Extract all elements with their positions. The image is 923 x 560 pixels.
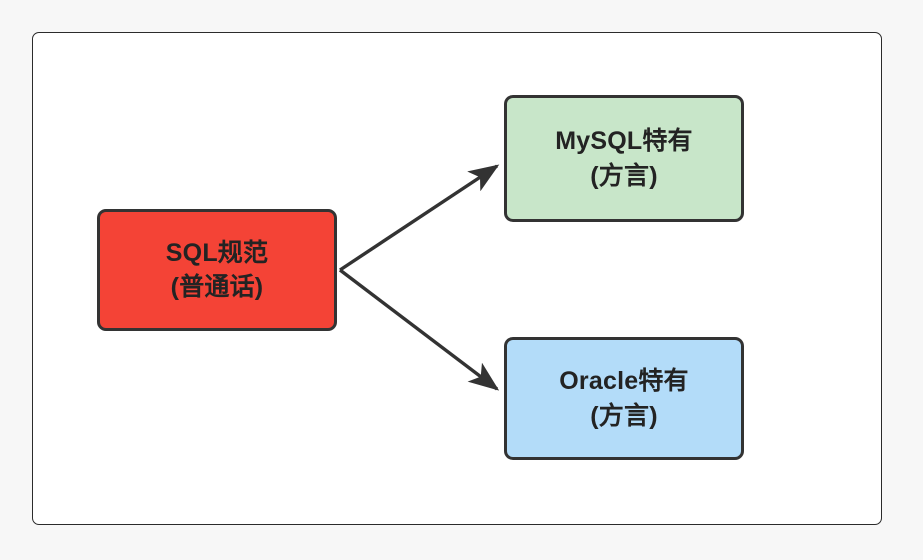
edge-sql-to-mysql bbox=[339, 164, 500, 272]
node-sql-standard-line1: SQL规范 bbox=[165, 238, 269, 267]
node-oracle-dialect-line1: Oracle特有 bbox=[559, 367, 689, 395]
edge-sql-to-oracle bbox=[338, 268, 500, 391]
node-oracle-dialect[interactable]: Oracle特有 (方言) bbox=[504, 337, 744, 460]
node-sql-standard[interactable]: SQL规范 (普通话) bbox=[97, 209, 337, 331]
node-sql-standard-line2: (普通话) bbox=[170, 273, 264, 301]
node-mysql-dialect[interactable]: MySQL特有 (方言) bbox=[504, 95, 744, 222]
node-oracle-dialect-line2: (方言) bbox=[590, 401, 658, 430]
node-mysql-dialect-line2: (方言) bbox=[590, 161, 658, 190]
node-mysql-dialect-line1: MySQL特有 bbox=[555, 127, 693, 155]
